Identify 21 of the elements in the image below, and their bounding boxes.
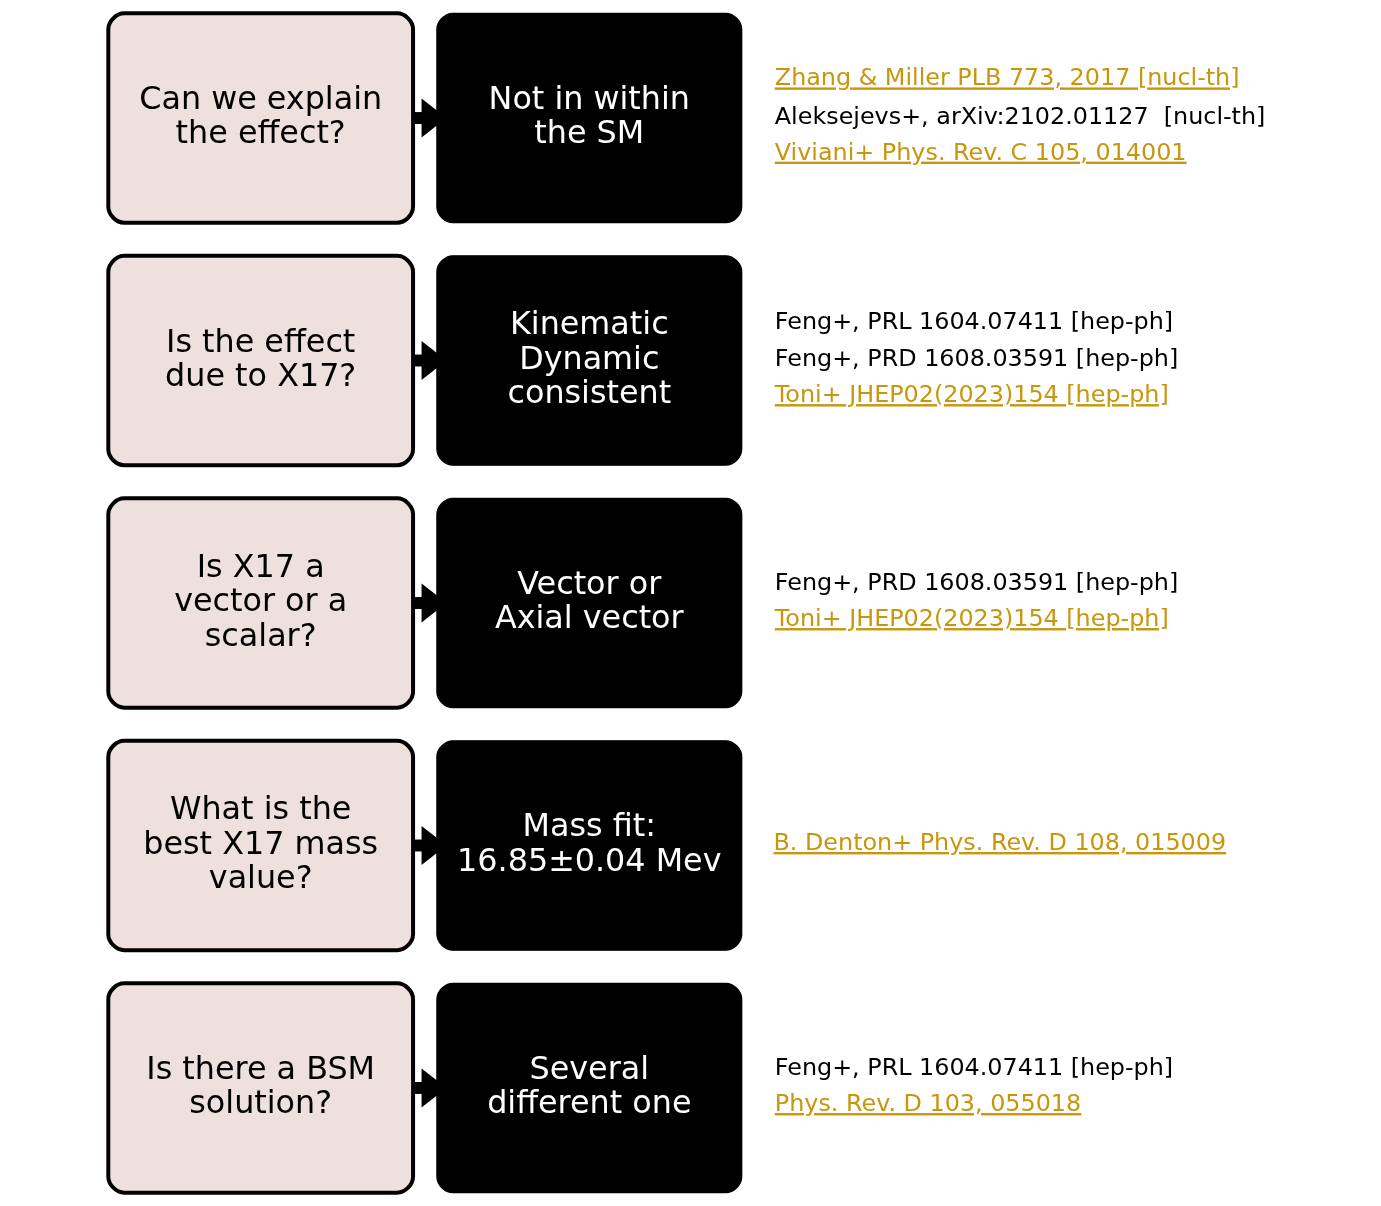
node-box: Not in within the SM xyxy=(435,12,742,224)
node-label: Aleksejevs+, arXiv:2102.01127 [nucl-th] xyxy=(774,101,1265,130)
node-label: B. Denton+ Phys. Rev. D 108, 015009 xyxy=(772,827,1226,856)
node-label: Feng+, PRL 1604.07411 [hep-ph] xyxy=(774,1053,1173,1082)
node-box: Can we explain the effect? xyxy=(105,11,415,225)
node-label: Toni+ JHEP02(2023)154 [hep-ph] xyxy=(774,604,1169,633)
node-label: Feng+, PRD 1608.03591 [hep-ph] xyxy=(774,568,1178,597)
node-box: Vector or Axial vector xyxy=(435,497,742,709)
node-box: Several different one xyxy=(435,982,742,1194)
node-box: Is there a BSM solution? xyxy=(105,981,415,1195)
node-label: Viviani+ Phys. Rev. C 105, 014001 xyxy=(774,137,1187,166)
node-box: Mass fit: 16.85±0.04 Mev xyxy=(435,740,742,951)
node-label: Phys. Rev. D 103, 055018 xyxy=(774,1089,1081,1118)
node-label: Toni+ JHEP02(2023)154 [hep-ph] xyxy=(774,380,1169,409)
node-box: What is the best X17 mass value? xyxy=(105,738,415,953)
node-box: Is the effect due to X17? xyxy=(105,253,415,468)
node-box: Is X17 a vector or a scalar? xyxy=(105,496,415,710)
node-label: Feng+, PRL 1604.07411 [hep-ph] xyxy=(774,307,1173,336)
node-label: Feng+, PRD 1608.03591 [hep-ph] xyxy=(774,344,1178,373)
node-label: Zhang & Miller PLB 773, 2017 [nucl-th] xyxy=(774,63,1240,92)
node-box: Kinematic Dynamic consistent xyxy=(435,255,742,466)
